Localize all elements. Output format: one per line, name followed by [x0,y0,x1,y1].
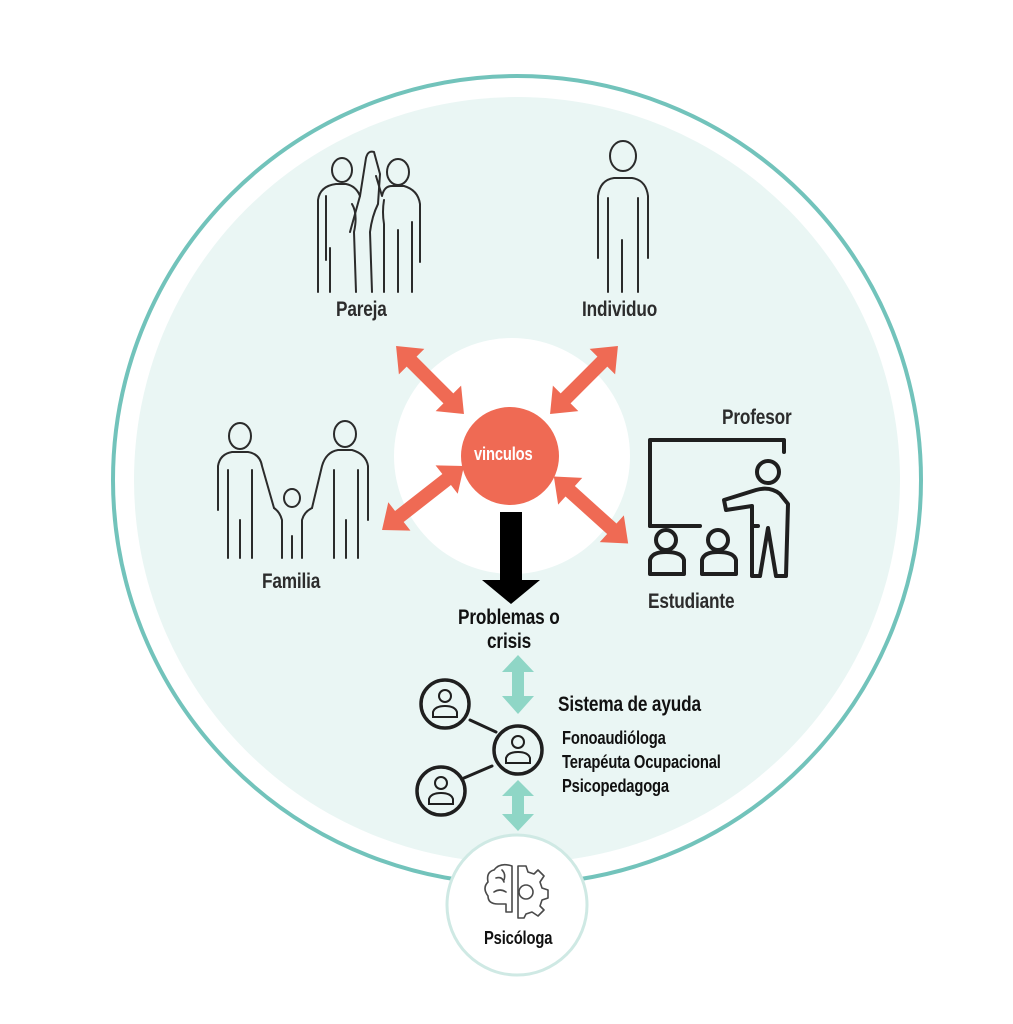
label-sistema-item-1: Fonoaudióloga [562,728,666,748]
label-pareja: Pareja [336,298,387,321]
label-sistema-item-2: Terapéuta Ocupacional [562,752,721,772]
label-problemas-line1: Problemas o [458,606,560,629]
label-sistema-title: Sistema de ayuda [558,693,701,716]
label-individuo: Individuo [582,298,658,321]
arrow-pareja [396,346,464,414]
arrow-familia [382,465,464,531]
arrow-problemas [482,512,540,604]
user-node-top [419,678,471,730]
label-sistema-item-3: Psicopedagoga [562,776,669,796]
vinculos-circle [461,407,559,505]
classroom-icon [648,438,790,578]
label-estudiante: Estudiante [648,590,735,613]
label-familia: Familia [262,570,321,593]
brain-gear-icon [484,863,549,919]
user-node-bottom [415,765,467,817]
user-node-middle [492,724,544,776]
network-icon [462,718,498,780]
arrow-individuo [550,346,618,414]
label-profesor: Profesor [722,406,792,429]
arrow-teal-lower [502,780,534,831]
label-psicologa: Psicóloga [484,928,553,948]
label-problemas-line2: crisis [487,630,532,653]
person-icon [597,140,649,293]
psicologa-circle [445,833,589,977]
couple-icon [317,150,421,293]
label-vinculos: vinculos [474,444,533,464]
arrow-teal-upper [502,655,534,714]
family-icon [217,420,369,559]
arrow-profesor [553,476,629,544]
